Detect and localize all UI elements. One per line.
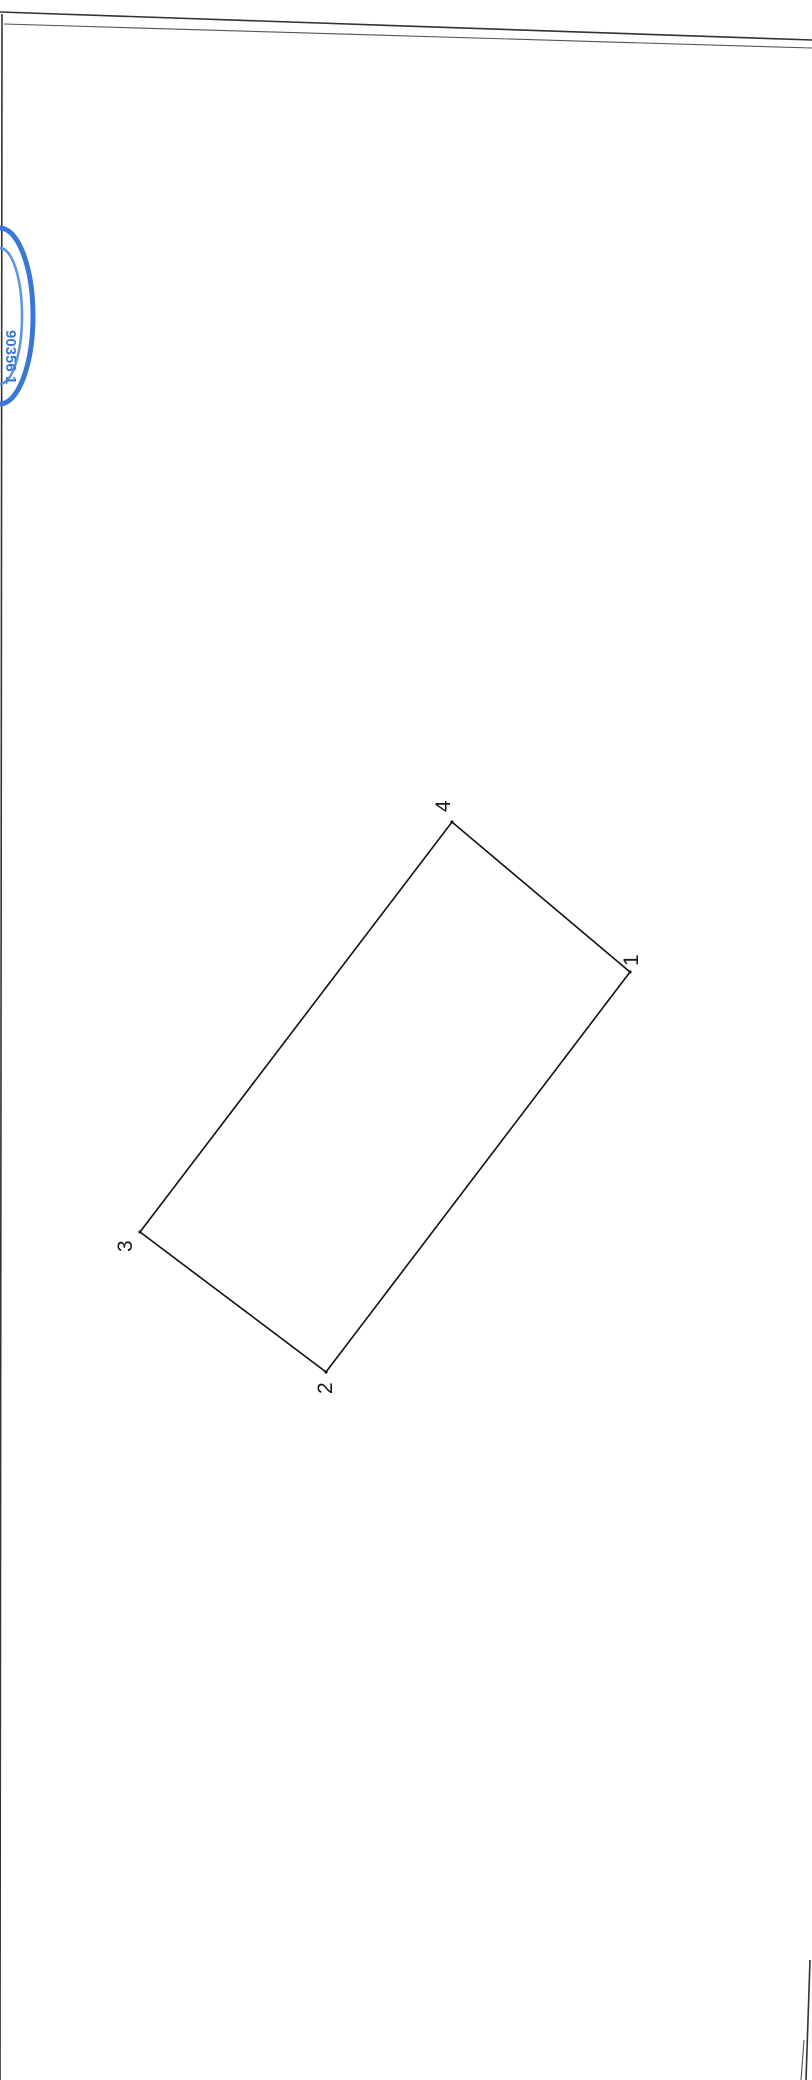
vertex-label-3: 3 — [114, 1240, 137, 1252]
frame-top-outer — [0, 11, 812, 41]
frame-top-inner — [3, 23, 812, 49]
page-frame — [0, 11, 812, 2080]
seal-text: 90356 1 — [2, 330, 19, 384]
frame-right-inner — [800, 2039, 805, 2080]
vertex-label-1: 1 — [620, 954, 643, 966]
vertex-label-4: 4 — [432, 800, 455, 812]
plot-outline — [138, 820, 632, 1374]
seal-outer-ring — [0, 225, 36, 407]
vertex-point-2 — [324, 1370, 328, 1374]
vertex-point-3 — [138, 1230, 142, 1234]
frame-right-outer — [805, 1959, 811, 2080]
vertex-point-4 — [450, 820, 454, 824]
seal-inner-ring — [0, 246, 24, 386]
frame-left — [0, 13, 3, 2080]
seal-stamp: 90356 1 — [0, 225, 36, 407]
vertex-point-1 — [628, 970, 632, 974]
vertex-label-2: 2 — [314, 1382, 337, 1394]
vertex-markers — [138, 820, 632, 1374]
